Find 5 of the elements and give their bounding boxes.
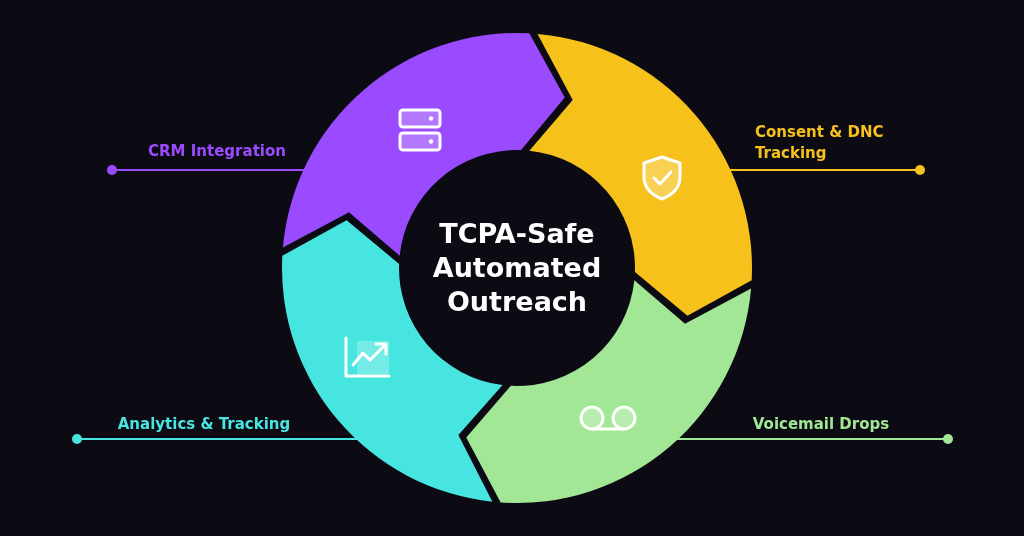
callout-label: Analytics & Tracking — [117, 414, 291, 438]
callout-label: Consent & DNC Tracking — [755, 122, 900, 169]
callout-label: Voicemail Drops — [752, 414, 890, 438]
callout-label: CRM Integration — [148, 141, 286, 169]
center-title: TCPA-Safe Automated Outreach — [431, 217, 603, 319]
